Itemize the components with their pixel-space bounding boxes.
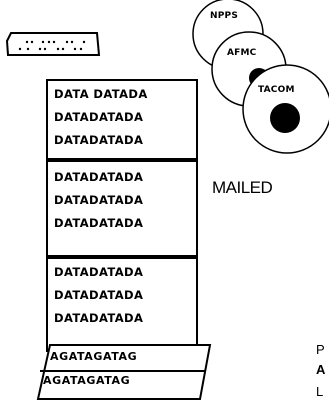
- truncated-text: L: [316, 384, 324, 399]
- disc-label: NPPS: [210, 11, 239, 21]
- data-record-group: DATADATADA DATADATADA DATADATADA: [46, 160, 198, 257]
- disc-stack-icon: [192, 0, 329, 154]
- data-record: DATADATADA: [54, 311, 144, 325]
- tape-shape: [36, 344, 212, 400]
- data-record: DATADATADA: [54, 265, 144, 279]
- disc-label: AFMC: [227, 48, 257, 58]
- mailed-label: MAILED: [212, 178, 273, 197]
- disc-label: TACOM: [258, 85, 295, 95]
- data-record: DATADATADA: [54, 133, 144, 147]
- data-record: DATADATADA: [54, 288, 144, 302]
- data-record: DATA DATADA: [54, 87, 148, 101]
- truncated-text: P: [316, 342, 325, 357]
- tape-record: AGATAGATAG: [43, 374, 131, 387]
- data-record: DATADATADA: [54, 216, 144, 230]
- data-record: DATADATADA: [54, 193, 144, 207]
- data-record: DATADATADA: [54, 170, 144, 184]
- data-record-group: DATA DATADA DATADATADA DATADATADA: [46, 79, 198, 160]
- data-record-group: DATADATADA DATADATADA DATADATADA: [46, 257, 198, 352]
- data-record: DATADATADA: [54, 110, 144, 124]
- tape-record: AGATAGATAG: [50, 350, 138, 363]
- truncated-text: A: [316, 362, 326, 377]
- punch-card-icon: [5, 32, 101, 56]
